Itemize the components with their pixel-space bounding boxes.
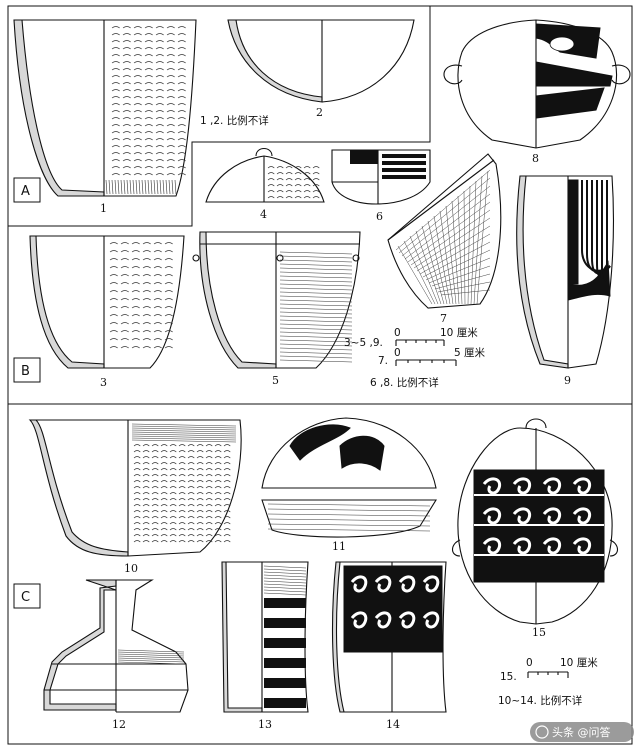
vessel-7: [387, 153, 502, 309]
outer-frame: [7, 5, 633, 745]
scale-note-c: 10~14. 比例不详: [498, 694, 582, 707]
scale-bar-b2: [395, 359, 457, 366]
section-b-text: B: [21, 364, 30, 379]
scale-note-b: 6 ,8. 比例不详: [370, 376, 439, 389]
figure-number-4: 4: [260, 208, 267, 221]
vessel-9: [516, 175, 614, 369]
scale-c-label: 15.: [500, 671, 517, 683]
section-label-c: C: [13, 583, 41, 609]
vessel-8: [443, 19, 631, 149]
section-a-text: A: [21, 184, 30, 199]
vessel-14: [331, 561, 447, 713]
vessel-3: [29, 235, 185, 369]
section-c-text: C: [21, 590, 30, 605]
watermark: 头条 @问答: [530, 722, 634, 742]
vessel-12: [43, 579, 189, 713]
figure-number-10: 10: [124, 562, 138, 575]
section-label-b: B: [13, 357, 41, 383]
figure-number-11: 11: [332, 540, 346, 553]
section-label-a: A: [13, 177, 41, 203]
vessel-5: [192, 231, 361, 369]
scale-b2-label: 7.: [378, 355, 388, 367]
watermark-text: 头条 @问答: [552, 725, 611, 739]
scale-b1-zero: 0: [394, 327, 401, 339]
scale-c-zero: 0: [526, 657, 533, 669]
figure-number-7: 7: [440, 312, 447, 325]
figure-number-6: 6: [376, 210, 383, 223]
scale-b1-unit: 10 厘米: [440, 326, 478, 339]
scale-b2-zero: 0: [394, 347, 401, 359]
scale-note-a: 1 ,2. 比例不详: [200, 114, 269, 127]
figure-number-3: 3: [100, 376, 107, 389]
figure-number-9: 9: [564, 374, 571, 387]
figure-numbers: 1 2 3 4 5 6 7 8 9 10 11 12 13 14 15: [100, 106, 571, 731]
vessel-6: [331, 149, 431, 205]
figure-number-8: 8: [532, 152, 539, 165]
figure-number-2: 2: [316, 106, 323, 119]
figure-number-13: 13: [258, 718, 272, 731]
figure-number-12: 12: [112, 718, 126, 731]
scale-bar-b1: [395, 339, 445, 346]
figure-number-5: 5: [272, 374, 279, 387]
vessel-15: [451, 418, 619, 625]
scale-b1-label: 3~5 ,9.: [344, 337, 383, 349]
vessel-10: [28, 419, 242, 557]
scale-b2-unit: 5 厘米: [454, 346, 486, 359]
scale-notes: 1 ,2. 比例不详 3~5 ,9. 0 10 厘米 7. 0 5 厘米 6 ,…: [200, 114, 598, 707]
vessel-4: [205, 147, 325, 203]
figure-number-1: 1: [100, 202, 107, 215]
figure-number-14: 14: [386, 718, 400, 731]
vessel-11: [261, 417, 437, 538]
vessel-1: [13, 19, 197, 197]
scale-bar-c: [527, 671, 569, 678]
vessel-13: [221, 561, 309, 713]
scale-c-unit: 10 厘米: [560, 656, 598, 669]
section-a-border: [8, 6, 431, 227]
watermark-logo-icon: [535, 725, 549, 739]
section-frames: [7, 5, 633, 745]
vessel-2: [227, 19, 415, 103]
figure-number-15: 15: [532, 626, 546, 639]
